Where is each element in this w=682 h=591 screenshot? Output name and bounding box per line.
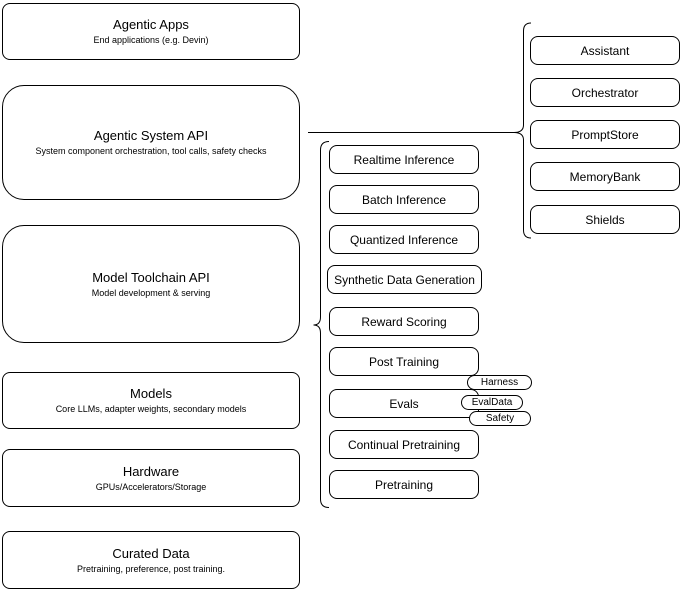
agentic-system-api-title: Agentic System API [93,128,209,143]
curated-data-subtitle: Pretraining, preference, post training. [76,563,226,574]
orchestrator-label: Orchestrator [571,85,639,100]
assistant-box: Assistant [530,36,680,65]
evals-box: Evals [329,389,479,418]
shields-label: Shields [585,212,625,227]
harness-pill: Harness [467,375,532,390]
harness-pill-label: Harness [480,376,519,388]
reward-scoring-box: Reward Scoring [329,307,479,336]
safety-pill: Safety [469,411,531,426]
model-toolchain-api-title: Model Toolchain API [92,269,210,285]
models-box: Models Core LLMs, adapter weights, secon… [2,372,300,429]
pretraining-label: Pretraining [374,477,434,492]
realtime-inference-label: Realtime Inference [353,152,455,167]
pretraining-box: Pretraining [329,470,479,499]
promptstore-label: PromptStore [571,127,639,142]
model-toolchain-api-box: Model Toolchain API Model development & … [2,225,300,343]
curated-data-box: Curated Data Pretraining, preference, po… [2,531,300,589]
promptstore-box: PromptStore [530,120,680,149]
memorybank-label: MemoryBank [569,169,641,184]
batch-inference-box: Batch Inference [329,185,479,214]
synthetic-data-generation-box: Synthetic Data Generation [327,265,482,294]
agentic-system-api-box: Agentic System API System component orch… [2,85,300,200]
safety-pill-label: Safety [485,412,515,424]
quantized-inference-label: Quantized Inference [349,232,459,247]
realtime-inference-box: Realtime Inference [329,145,479,174]
hardware-subtitle: GPUs/Accelerators/Storage [95,481,207,492]
middle-column-brace [313,141,330,508]
evals-label: Evals [389,396,419,411]
post-training-label: Post Training [368,354,440,369]
model-toolchain-api-subtitle: Model development & serving [91,287,211,298]
quantized-inference-box: Quantized Inference [329,225,479,254]
models-subtitle: Core LLMs, adapter weights, secondary mo… [55,404,247,414]
hardware-box: Hardware GPUs/Accelerators/Storage [2,449,300,507]
synthetic-data-generation-label: Synthetic Data Generation [334,272,475,287]
continual-pretraining-label: Continual Pretraining [347,437,461,452]
reward-scoring-label: Reward Scoring [361,314,447,329]
agentic-apps-title: Agentic Apps [113,17,189,32]
right-column-brace [513,22,532,239]
models-title: Models [130,386,172,401]
post-training-box: Post Training [329,347,479,376]
continual-pretraining-box: Continual Pretraining [329,430,479,459]
memorybank-box: MemoryBank [530,162,680,191]
shields-box: Shields [530,205,680,234]
curated-data-title: Curated Data [112,545,190,561]
hardware-title: Hardware [122,463,180,479]
orchestrator-box: Orchestrator [530,78,680,107]
evaldata-pill: EvalData [461,395,523,410]
agentic-system-api-subtitle: System component orchestration, tool cal… [35,146,267,156]
batch-inference-label: Batch Inference [361,192,447,207]
agentic-apps-subtitle: End applications (e.g. Devin) [93,35,209,45]
agentic-apps-box: Agentic Apps End applications (e.g. Devi… [2,3,300,60]
assistant-label: Assistant [580,43,630,58]
evaldata-pill-label: EvalData [471,396,513,408]
